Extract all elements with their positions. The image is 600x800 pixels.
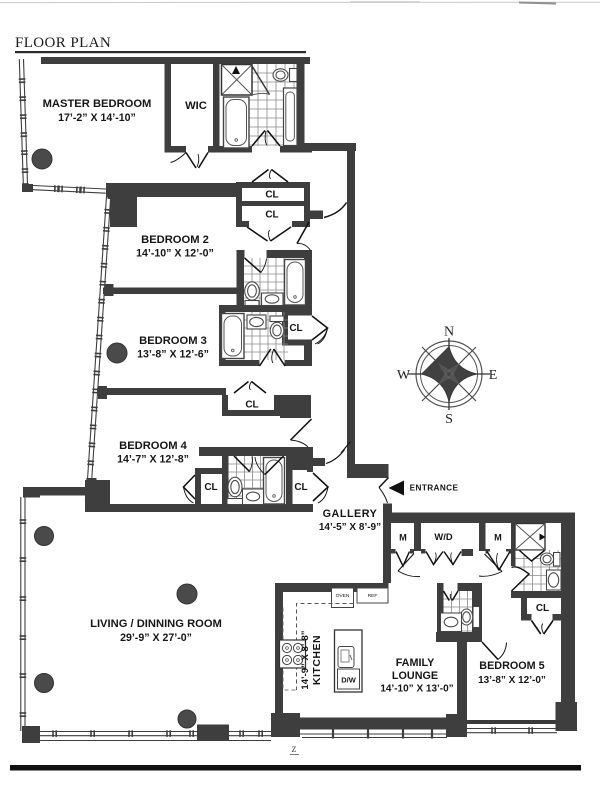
svg-text:29’-9” X 27’-0”: 29’-9” X 27’-0”: [120, 632, 192, 644]
svg-text:Z: Z: [292, 745, 297, 754]
svg-text:BEDROOM 3: BEDROOM 3: [139, 335, 207, 347]
svg-text:BEDROOM 4: BEDROOM 4: [119, 440, 188, 452]
svg-text:BEDROOM 5: BEDROOM 5: [479, 660, 544, 672]
svg-text:13’-8” X 12’-6”: 13’-8” X 12’-6”: [137, 349, 209, 361]
svg-text:M: M: [494, 533, 502, 543]
svg-text:CL: CL: [265, 210, 278, 221]
svg-text:LIVING / DINNING ROOM: LIVING / DINNING ROOM: [90, 618, 222, 630]
svg-text:OVEN: OVEN: [336, 593, 350, 599]
svg-text:14’-10” X 13’-0”: 14’-10” X 13’-0”: [380, 684, 453, 695]
svg-text:14’-9” X 8’-8”: 14’-9” X 8’-8”: [300, 630, 311, 689]
svg-text:M: M: [399, 533, 407, 543]
svg-text:CL: CL: [536, 603, 549, 614]
svg-text:ENTRANCE: ENTRANCE: [410, 484, 459, 493]
svg-text:FLOOR PLAN: FLOOR PLAN: [15, 35, 111, 51]
svg-text:14’-7” X 12’-8”: 14’-7” X 12’-8”: [117, 454, 189, 466]
svg-text:14’-10” X 12’-0”: 14’-10” X 12’-0”: [136, 248, 214, 260]
svg-text:CL: CL: [245, 400, 258, 411]
svg-text:MASTER BEDROOM: MASTER BEDROOM: [43, 98, 152, 110]
svg-text:E: E: [489, 368, 498, 383]
svg-text:CL: CL: [265, 190, 278, 201]
svg-text:CL: CL: [289, 323, 302, 334]
svg-text:CL: CL: [294, 482, 307, 493]
svg-text:REF: REF: [368, 593, 378, 599]
svg-text:BEDROOM 2: BEDROOM 2: [141, 234, 209, 246]
svg-text:S: S: [445, 412, 453, 427]
svg-text:13’-8” X 12’-0”: 13’-8” X 12’-0”: [478, 675, 546, 686]
svg-text:14’-5” X 8’-9”: 14’-5” X 8’-9”: [319, 522, 381, 533]
svg-text:LOUNGE: LOUNGE: [392, 670, 438, 682]
svg-text:GALLERY: GALLERY: [323, 508, 378, 520]
svg-text:KITCHEN: KITCHEN: [311, 635, 323, 685]
svg-text:W/D: W/D: [434, 531, 452, 542]
svg-text:FAMILY: FAMILY: [396, 657, 435, 669]
svg-text:CL: CL: [204, 482, 217, 493]
svg-text:N: N: [444, 325, 454, 340]
svg-text:WIC: WIC: [185, 100, 207, 112]
svg-text:D/W: D/W: [341, 676, 357, 685]
svg-text:17’-2” X 14’-10”: 17’-2” X 14’-10”: [58, 112, 136, 124]
svg-text:W: W: [397, 368, 411, 383]
